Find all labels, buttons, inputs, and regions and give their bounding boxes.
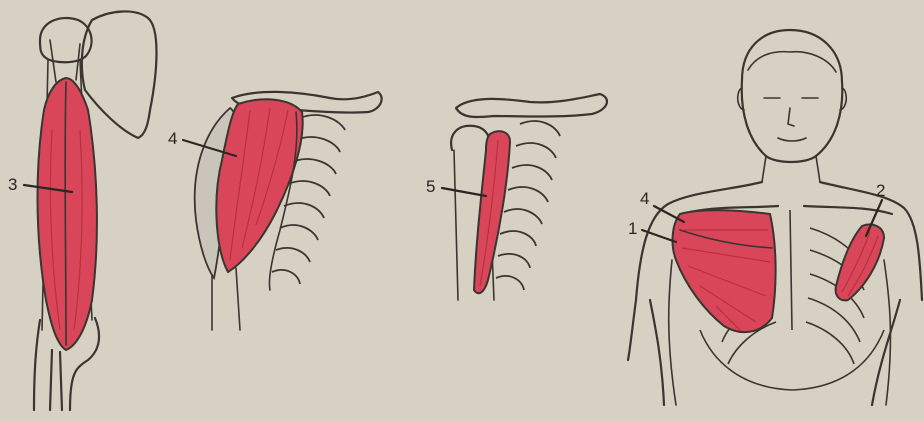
figure-torso-chest: 4 1 2: [628, 30, 922, 405]
label-2: 2: [876, 181, 885, 200]
figure-biceps-arm: 3: [8, 11, 157, 410]
biceps-muscle: [38, 78, 97, 350]
head-outline: [742, 30, 843, 162]
leader-line-5: [442, 188, 486, 196]
figure-shoulder-muscle: 4: [168, 92, 382, 330]
humeral-head-2: [451, 126, 489, 150]
label-3: 3: [8, 175, 17, 194]
hair: [748, 52, 836, 72]
clavicle-bone-2: [456, 94, 607, 117]
figure-narrow-muscle: 5: [426, 94, 607, 300]
scapula-bone: [82, 11, 157, 138]
biceps-heads-divider: [65, 82, 66, 345]
label-5: 5: [426, 177, 435, 196]
face-features: [764, 98, 818, 141]
label-4-chest: 4: [640, 189, 649, 208]
label-1: 1: [628, 219, 637, 238]
humerus-bone-2: [212, 268, 240, 330]
ears: [738, 88, 847, 110]
pectoralis-minor: [836, 225, 884, 301]
label-4-shoulder: 4: [168, 129, 177, 148]
